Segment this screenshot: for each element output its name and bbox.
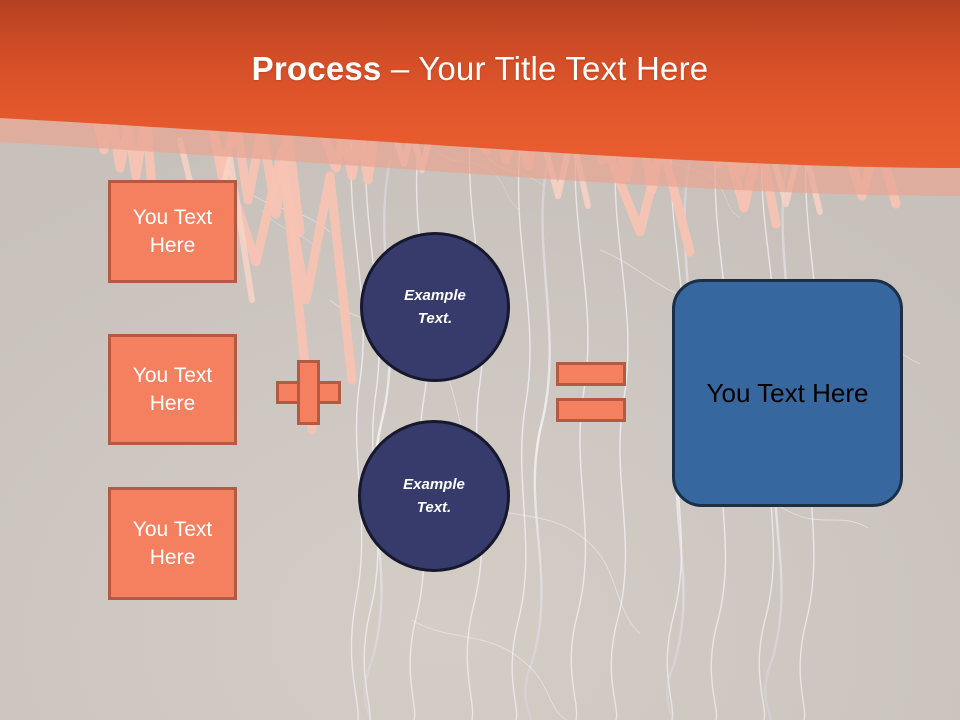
- input-box-2-line1: You Text: [132, 363, 213, 387]
- plus-cap-right: [338, 381, 341, 404]
- plus-operator-icon: [276, 360, 341, 425]
- equals-operator-icon: [556, 362, 626, 424]
- plus-cap-bottom: [297, 422, 320, 425]
- input-box-2-line2: Here: [149, 391, 196, 415]
- example-circle-1-text: Example Text.: [404, 284, 466, 330]
- input-box-3-line1: You Text: [132, 517, 213, 541]
- example-circle-2-line2: Text.: [416, 499, 452, 516]
- plus-cap-top: [297, 360, 320, 363]
- input-box-1-line1: You Text: [132, 205, 213, 229]
- example-circle-2-text: Example Text.: [403, 473, 465, 519]
- input-box-3[interactable]: You Text Here: [108, 487, 237, 600]
- input-box-1-text: You Text Here: [133, 204, 212, 260]
- example-circle-1[interactable]: Example Text.: [360, 232, 510, 382]
- plus-cap-left: [276, 381, 279, 404]
- input-box-3-line2: Here: [149, 545, 196, 569]
- result-box-label: You Text Here: [706, 377, 869, 408]
- title-separator: –: [381, 50, 419, 87]
- title-rest-part: Your Title Text Here: [418, 50, 709, 87]
- input-box-1[interactable]: You Text Here: [108, 180, 237, 283]
- example-circle-2[interactable]: Example Text.: [358, 420, 510, 572]
- result-box[interactable]: You Text Here: [672, 279, 903, 507]
- input-box-2[interactable]: You Text Here: [108, 334, 237, 445]
- input-box-2-text: You Text Here: [133, 362, 212, 418]
- example-circle-1-line2: Text.: [417, 310, 453, 327]
- page-title: Process – Your Title Text Here: [0, 48, 960, 90]
- title-bold-part: Process: [251, 50, 382, 87]
- example-circle-1-line1: Example: [404, 287, 466, 304]
- input-box-3-text: You Text Here: [133, 516, 212, 572]
- equals-bottom-bar: [556, 398, 626, 422]
- input-box-1-line2: Here: [149, 233, 196, 257]
- example-circle-2-line1: Example: [403, 476, 465, 493]
- plus-center-fill: [300, 384, 317, 401]
- equals-top-bar: [556, 362, 626, 386]
